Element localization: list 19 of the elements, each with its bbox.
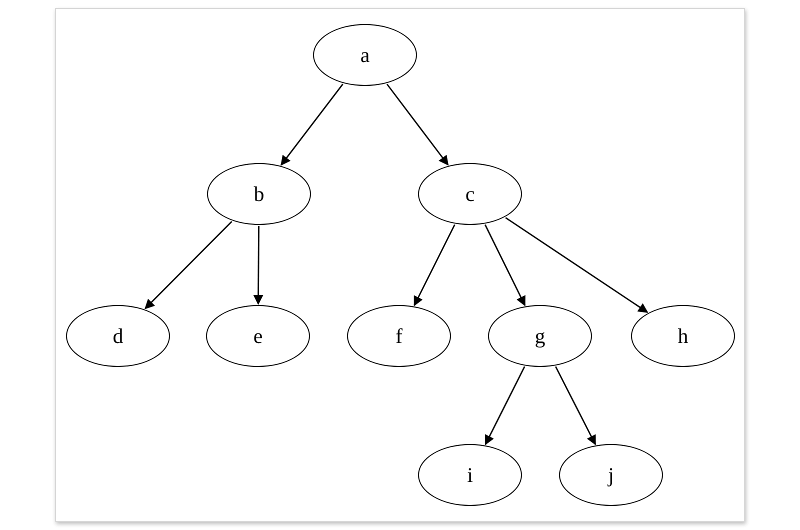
arrow <box>484 224 526 306</box>
arrow <box>386 84 449 166</box>
node-label: i <box>467 464 473 486</box>
arrow <box>505 217 648 313</box>
node-label: j <box>608 464 614 486</box>
arrow <box>280 84 344 166</box>
node-label: b <box>254 184 264 204</box>
arrow <box>555 366 596 446</box>
arrow <box>484 366 526 446</box>
node-label: e <box>253 326 263 346</box>
node-label: c <box>465 184 475 204</box>
node-label: g <box>534 326 546 346</box>
arrow <box>414 224 456 306</box>
arrow <box>144 220 232 310</box>
arrow <box>253 226 264 305</box>
node-label: f <box>396 326 402 346</box>
node-label: h <box>678 326 688 346</box>
node-label: d <box>112 326 124 346</box>
node-label: a <box>360 44 370 66</box>
